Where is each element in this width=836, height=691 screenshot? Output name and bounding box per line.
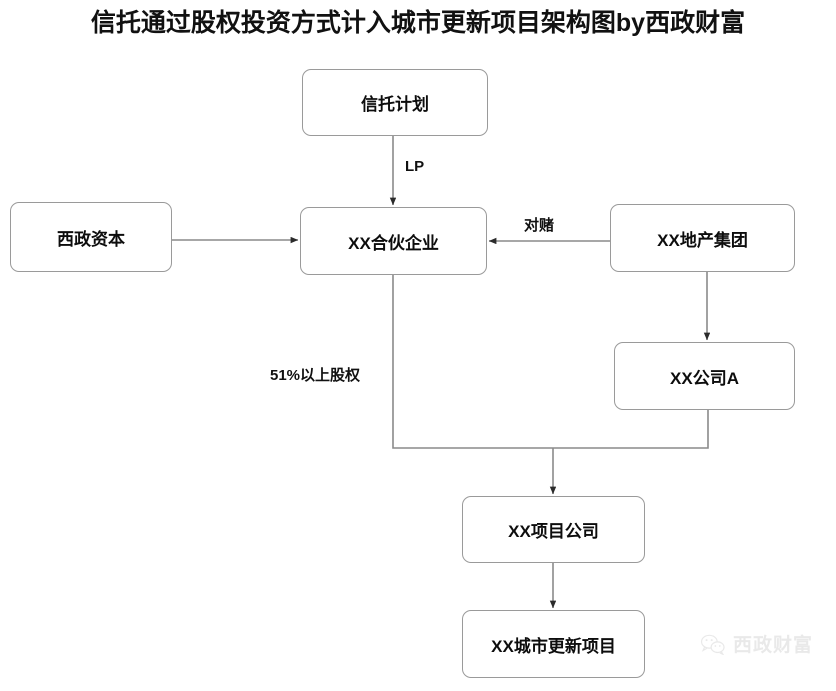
node-xx-urban-renewal-project[interactable]: XX城市更新项目 [462, 610, 645, 678]
node-label: XX城市更新项目 [491, 636, 616, 656]
node-xx-company-a[interactable]: XX公司A [614, 342, 795, 410]
node-xx-partnership[interactable]: XX合伙企业 [300, 207, 487, 275]
wechat-icon [700, 634, 725, 655]
watermark: 西政财富 [700, 630, 813, 657]
edge-label-lp: LP [405, 158, 425, 175]
page-title: 信托通过股权投资方式计入城市更新项目架构图by西政财富 [90, 9, 746, 37]
node-trust-plan[interactable]: 信托计划 [302, 69, 488, 136]
node-label: 信托计划 [361, 95, 429, 114]
node-label: XX合伙企业 [348, 233, 439, 253]
edge-label-equity-51: 51%以上股权 [270, 367, 361, 384]
node-xx-project-company[interactable]: XX项目公司 [462, 496, 645, 563]
node-label: XX地产集团 [657, 230, 748, 250]
node-label: XX公司A [670, 368, 739, 388]
watermark-text: 西政财富 [733, 635, 814, 656]
node-xx-realestate-group[interactable]: XX地产集团 [610, 204, 795, 272]
edge-label-vam: 对赌 [524, 217, 555, 234]
node-label: 西政资本 [57, 229, 125, 249]
node-xizheng-capital[interactable]: 西政资本 [10, 202, 172, 272]
node-label: XX项目公司 [508, 522, 599, 541]
